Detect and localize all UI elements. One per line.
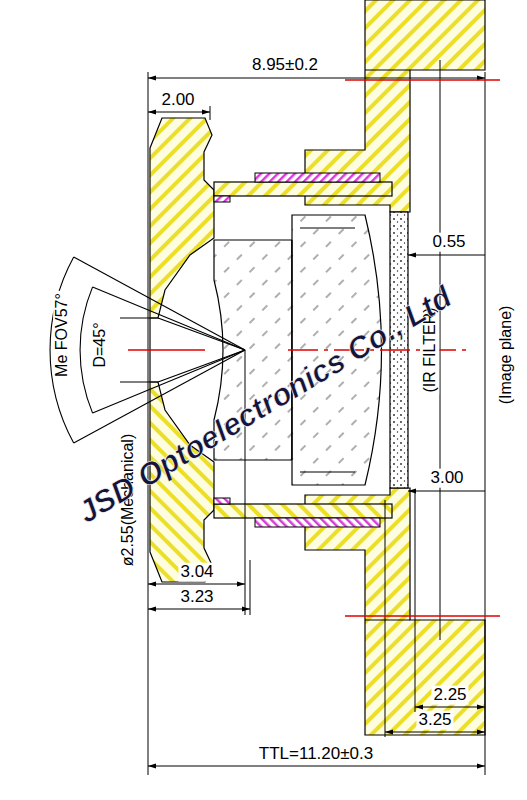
- dimension-label: 3.25: [416, 711, 453, 730]
- dimension-label: 2.00: [159, 91, 196, 110]
- fov-label: D=45°: [91, 320, 109, 369]
- dimension-label: 3.04: [178, 563, 215, 582]
- center-lines: [128, 80, 500, 616]
- aperture-cone: [120, 318, 245, 382]
- dimension-label: 0.55: [430, 233, 467, 252]
- dimension-label: TTL=11.20±0.3: [257, 745, 375, 764]
- fov-label: Me FOV57°: [53, 291, 71, 379]
- dimension-label: 3.00: [428, 469, 465, 488]
- dimension-label: 8.95±0.2: [250, 56, 320, 75]
- watermark: JSD Optoelectronics Co., Ltd: [72, 280, 457, 530]
- dimension-label: 2.25: [431, 686, 468, 705]
- extension-lines: [148, 60, 485, 775]
- dimension-label: 3.23: [178, 588, 215, 607]
- part-name: (Image plane): [497, 304, 515, 407]
- dimension-lines: [148, 78, 485, 766]
